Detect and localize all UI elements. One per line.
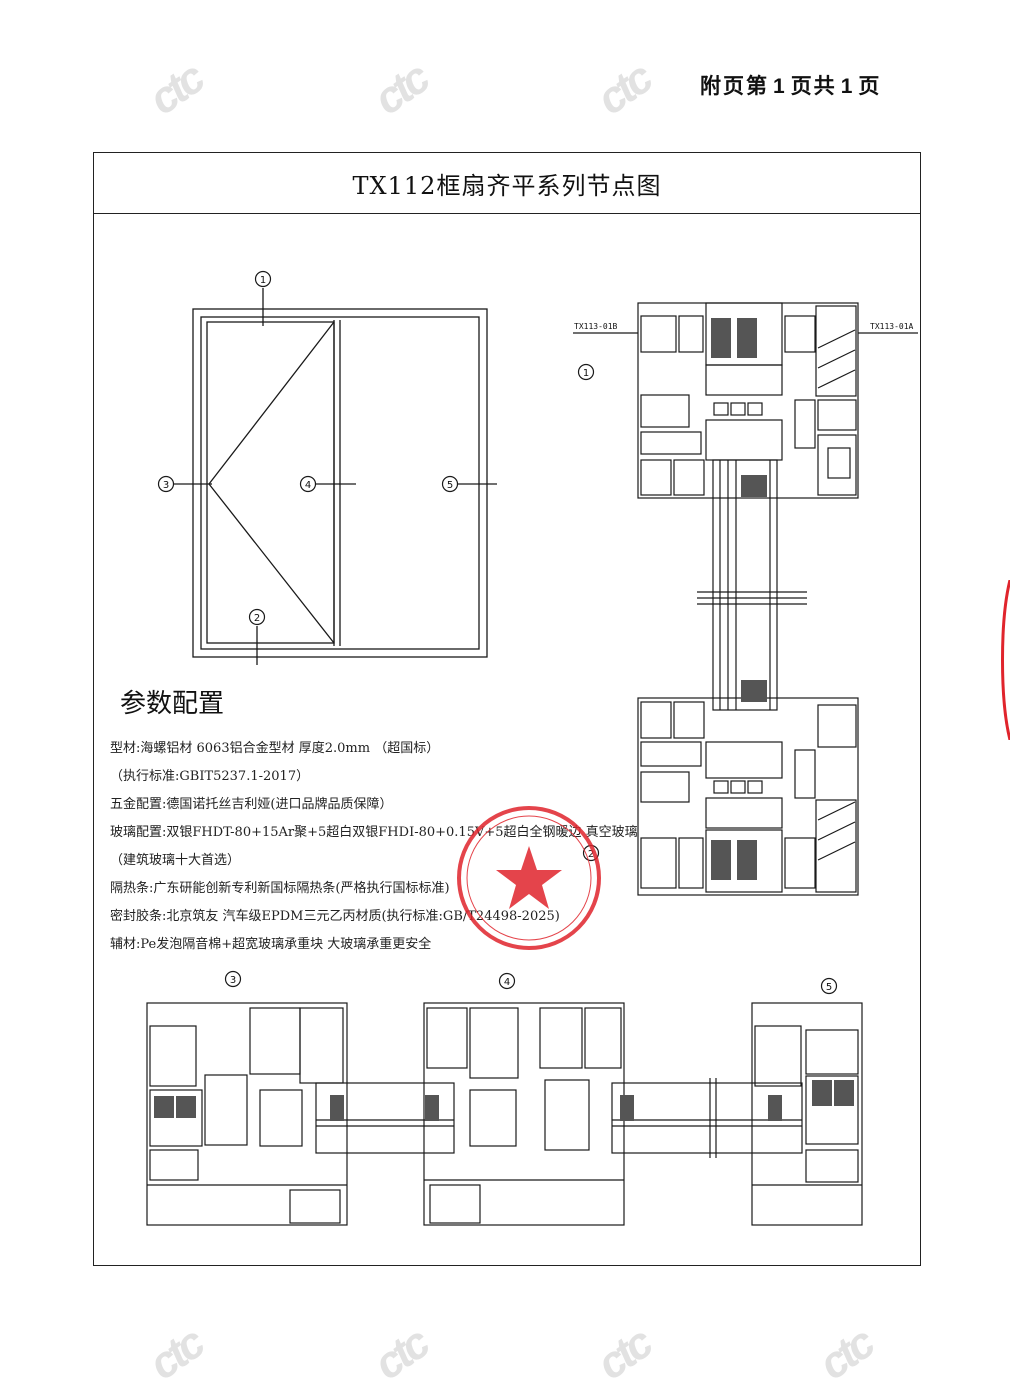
watermark: ctc: [365, 54, 436, 125]
page-current: 1: [773, 75, 787, 98]
drawing-title: TX112框扇齐平系列节点图: [94, 153, 920, 214]
drawing-frame: TX112框扇齐平系列节点图: [93, 152, 921, 1266]
params-heading: 参数配置: [120, 689, 225, 719]
watermark: ctc: [140, 54, 211, 125]
page-suffix: 页: [858, 74, 882, 98]
watermark: ctc: [140, 1319, 211, 1390]
param-line-accessories: 辅材:Pe发泡隔音棉+超宽玻璃承重块 大玻璃承重更安全: [110, 937, 432, 952]
param-line-seal: 密封胶条:北京筑友 汽车级EPDM三元乙丙材质(执行标准:GB/T24498-2…: [110, 909, 560, 924]
param-line-thermal-break: 隔热条:广东研能创新专利新国标隔热条(严格执行国标标准): [110, 881, 450, 896]
param-line-glass: 玻璃配置:双银FHDT-80+15Ar聚+5超白双银FHDI-80+0.15V+…: [110, 825, 638, 840]
param-line-glass-note: （建筑玻璃十大首选）: [110, 853, 241, 868]
page-middle: 页共: [790, 74, 837, 98]
param-line-profile: 型材:海螺铝材 6063铝合金型材 厚度2.0mm （超国标）: [110, 741, 440, 756]
page-total: 1: [840, 75, 855, 98]
edge-seal: [1001, 580, 1010, 740]
page-prefix: 附页第: [700, 74, 769, 98]
param-line-standard: （执行标准:GBIT5237.1-2017）: [110, 769, 310, 784]
watermark: ctc: [365, 1319, 436, 1390]
watermark: ctc: [588, 54, 659, 125]
param-line-hardware: 五金配置:德国诺托丝吉利娅(进口品牌品质保障）: [110, 797, 393, 812]
watermark: ctc: [810, 1319, 881, 1390]
watermark: ctc: [588, 1319, 659, 1390]
